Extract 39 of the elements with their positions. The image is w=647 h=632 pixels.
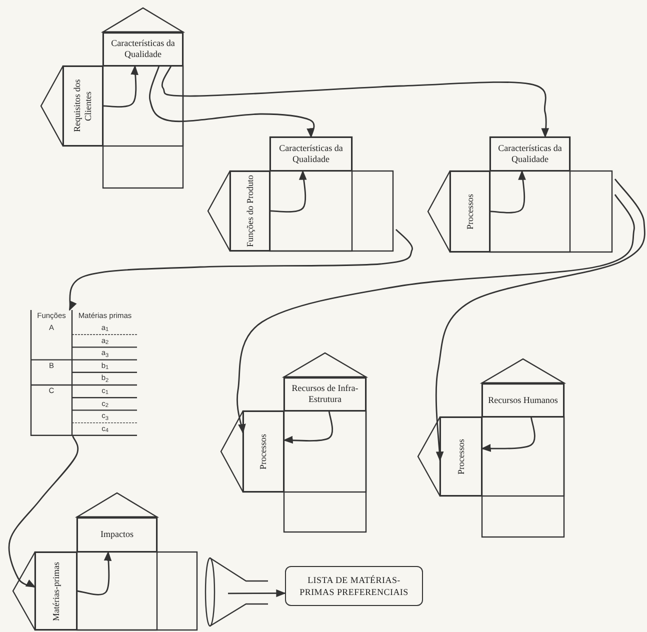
curved-arrow [102, 65, 139, 108]
curved-arrow [149, 66, 316, 138]
header-label: Características da Qualidade [497, 143, 563, 165]
row-header-box [243, 411, 284, 492]
curved-arrow [481, 416, 536, 452]
row-label: Requisitos dos Clientes [72, 78, 94, 134]
row-label: Matérias-primas [50, 562, 62, 620]
curved-arrow [162, 66, 550, 138]
row-header-box [63, 66, 103, 146]
curved-arrow [68, 228, 413, 311]
curved-arrow [283, 410, 334, 444]
row-header-box [450, 171, 490, 252]
column-header-box [77, 517, 157, 552]
curved-arrow [8, 436, 79, 588]
output-box [285, 566, 423, 606]
column-header-box [284, 377, 366, 411]
column-header-box [482, 383, 564, 417]
header-label: Recursos Humanos [488, 394, 558, 406]
row-header-box [440, 417, 482, 496]
row-label: Processos [464, 194, 476, 230]
header-label: Recursos de Infra-Estrutura [290, 383, 360, 405]
row-header-box [230, 171, 270, 251]
header-label: Impactos [100, 529, 134, 540]
curved-arrow [76, 551, 112, 596]
column-header-box [490, 137, 570, 171]
curved-arrow [435, 178, 646, 462]
column-header-box [270, 137, 352, 171]
row-label: Processos [258, 434, 269, 470]
header-label: Características da Qualidade [110, 38, 176, 60]
row-label: Funções do Produto [244, 175, 256, 247]
curved-arrow [236, 194, 635, 434]
curved-arrow [490, 170, 526, 214]
curved-arrow [270, 170, 308, 212]
output-label: LISTA DE MATÉRIAS-PRIMAS PREFERENCIAIS [298, 574, 410, 598]
header-label: Características da Qualidade [278, 143, 344, 165]
row-label: Processos [456, 438, 466, 474]
row-header-box [35, 552, 77, 630]
curved-arrow [228, 589, 286, 598]
column-header-box [103, 32, 183, 66]
